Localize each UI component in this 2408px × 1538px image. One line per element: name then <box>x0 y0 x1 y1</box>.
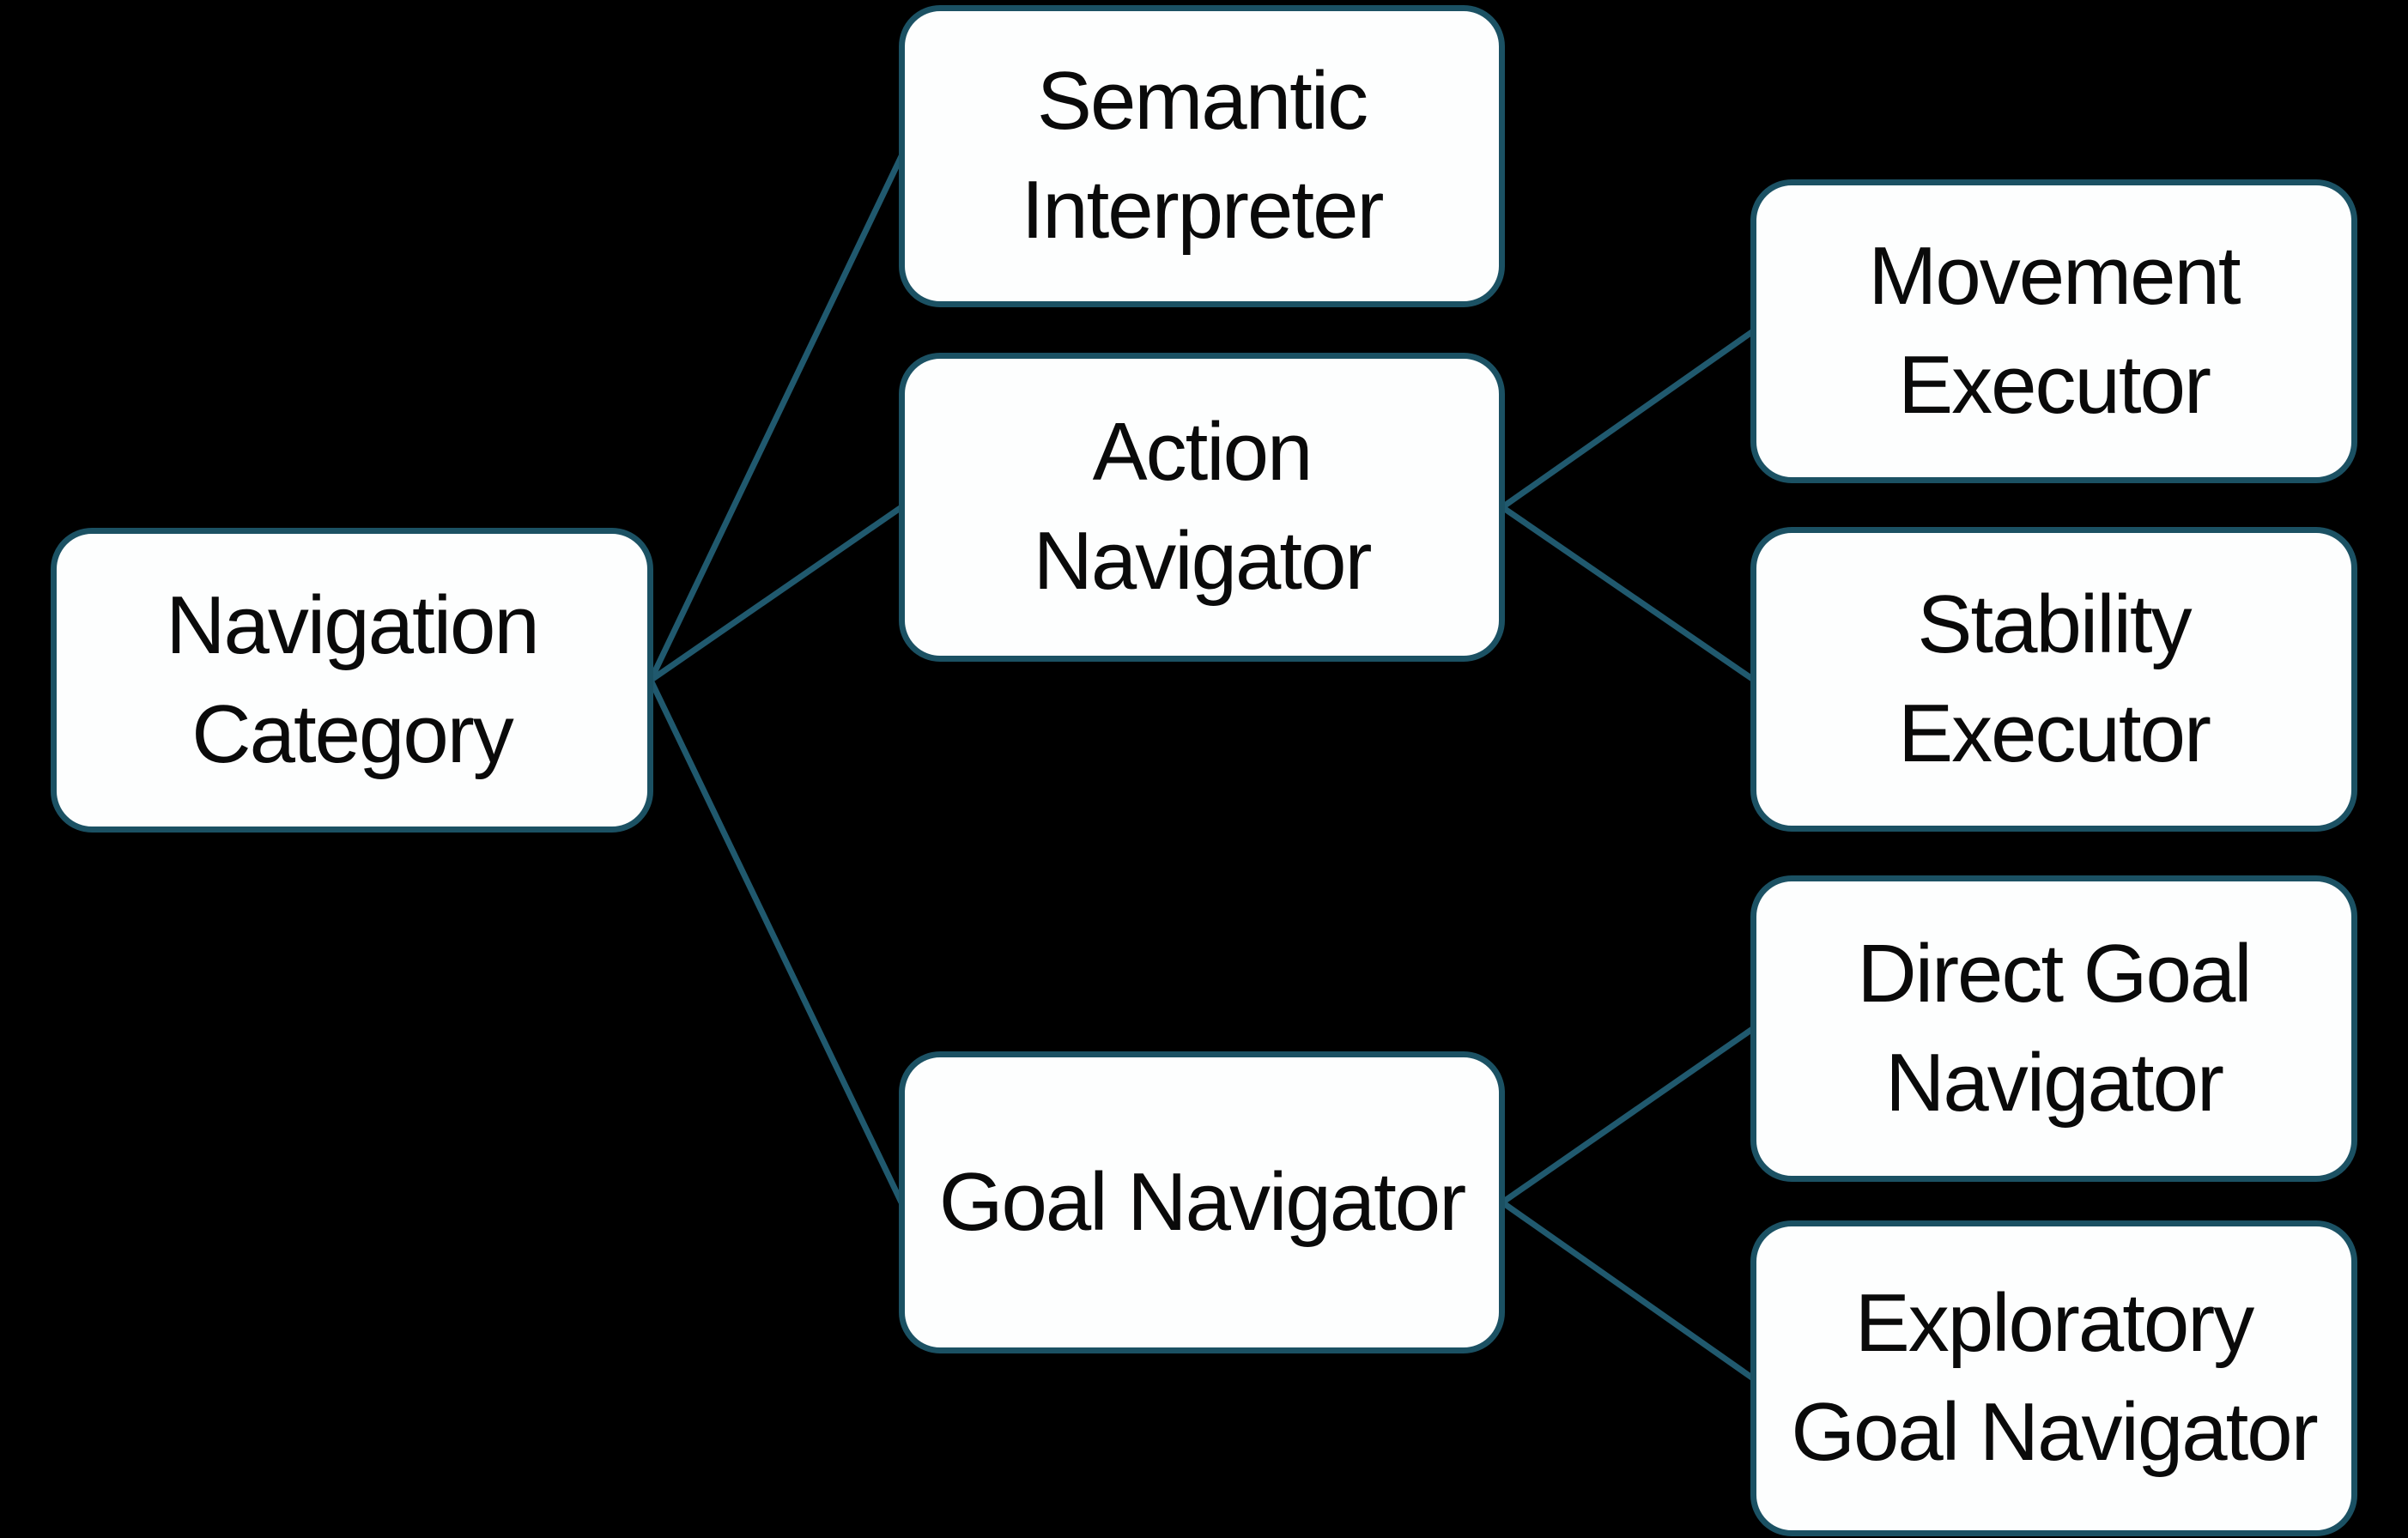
node-label: Stability Executor <box>1898 578 2211 779</box>
node-label: Direct Goal Navigator <box>1857 927 2252 1129</box>
node-movement-executor: Movement Executor <box>1750 179 2357 483</box>
node-label: Goal Navigator <box>938 1155 1466 1248</box>
node-action-navigator: Action Navigator <box>899 353 1505 662</box>
node-label: Navigation Category <box>166 578 540 780</box>
connector-line <box>647 154 905 682</box>
node-navigation-category: Navigation Category <box>51 528 653 833</box>
node-label: Semantic Interpreter <box>1021 55 1385 256</box>
node-label: Action Navigator <box>1033 406 1373 607</box>
connector-line <box>1500 329 1756 510</box>
connector-line <box>647 678 905 1204</box>
node-label: Exploratory Goal Navigator <box>1791 1277 2318 1478</box>
node-exploratory-goal-navigator: Exploratory Goal Navigator <box>1750 1220 2357 1536</box>
node-goal-navigator: Goal Navigator <box>899 1051 1505 1353</box>
node-label: Movement Executor <box>1868 230 2241 431</box>
node-stability-executor: Stability Executor <box>1750 527 2357 832</box>
connector-line <box>1501 1026 1755 1205</box>
connector-line <box>1500 1200 1756 1381</box>
connector-line <box>1501 505 1755 682</box>
node-direct-goal-navigator: Direct Goal Navigator <box>1750 875 2357 1182</box>
connector-line <box>649 505 903 683</box>
node-semantic-interpreter: Semantic Interpreter <box>899 5 1505 307</box>
